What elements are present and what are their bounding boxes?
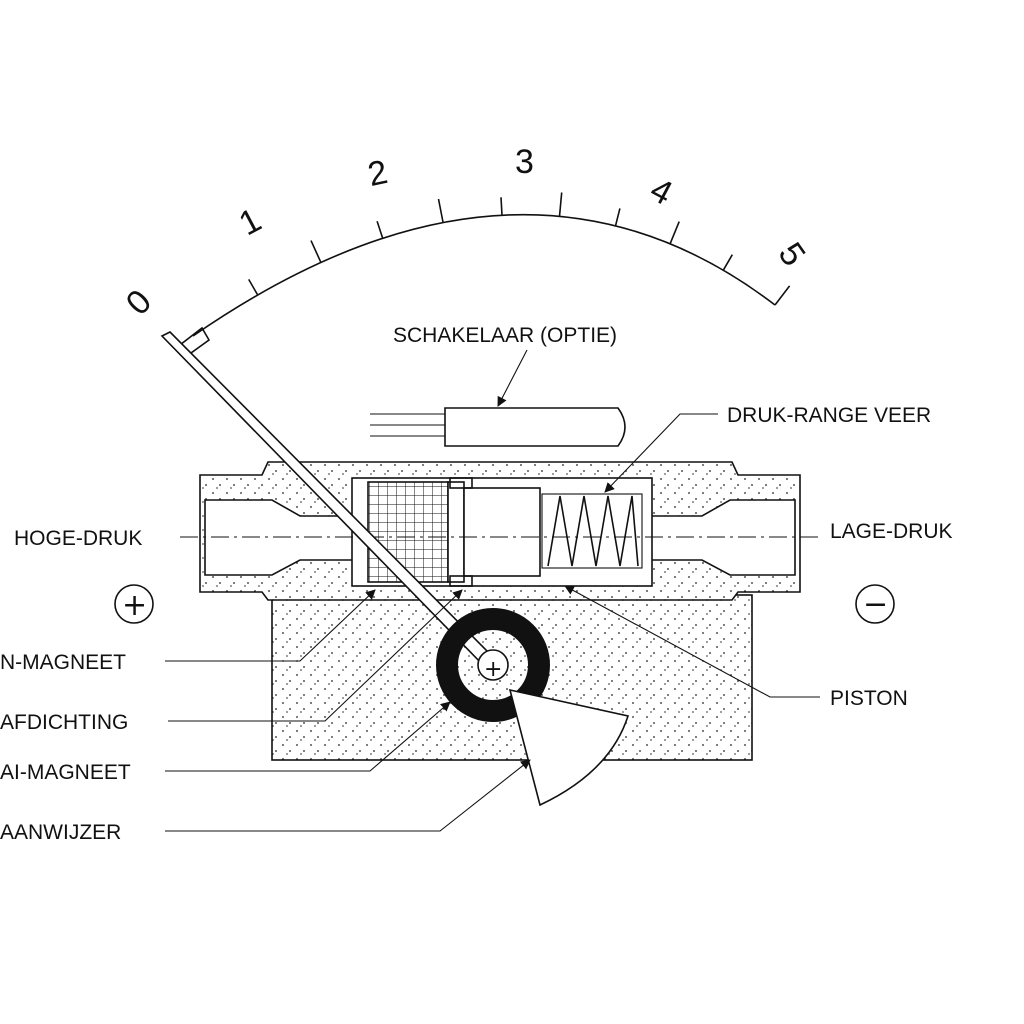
plus-symbol: +: [122, 588, 147, 623]
leader-spring: [604, 413, 718, 493]
leader-piston: [564, 585, 820, 698]
piston-head: [463, 487, 541, 577]
rotary-magnet: [436, 608, 550, 722]
label-switch: SCHAKELAAR (OPTIE): [393, 324, 617, 347]
label-seal: AFDICHTING: [0, 711, 128, 734]
labels: SCHAKELAAR (OPTIE) DRUK-RANGE VEER HOGE-…: [0, 324, 953, 844]
leader-seal: [168, 589, 463, 722]
range-spring: [547, 495, 639, 567]
minus-symbol: −: [863, 587, 888, 622]
seal-ring: [447, 481, 465, 583]
leader-lines: [165, 349, 820, 832]
plus-symbol-circle: [114, 584, 154, 624]
scale-tick: [669, 221, 680, 245]
switch-body: [444, 407, 626, 447]
scale-arc: [192, 213, 776, 337]
pivot-plus-mark: +: [484, 657, 502, 682]
label-low-pressure: LAGE-DRUK: [830, 520, 953, 543]
leader-switch: [497, 349, 528, 407]
scale-ticks: [248, 192, 791, 306]
leader-rotary-magnet: [165, 701, 451, 772]
label-range-spring: DRUK-RANGE VEER: [727, 404, 931, 427]
spring-seat: [541, 493, 643, 569]
scale-tick: [248, 279, 259, 296]
label-piston: PISTON: [830, 687, 908, 710]
leader-piston-magnet: [165, 589, 376, 662]
scale-tick: [376, 220, 384, 239]
label-rotary-magnet: AI-MAGNEET: [0, 761, 131, 784]
label-piston-magnet: N-MAGNEET: [0, 651, 126, 674]
reed-switch: [370, 407, 626, 447]
scale-tick: [310, 240, 322, 263]
scale-number-4: 4: [644, 170, 679, 212]
scale-number-3: 3: [515, 143, 534, 181]
seal-lip-top: [449, 477, 473, 489]
label-high-pressure: HOGE-DRUK: [14, 527, 142, 550]
scale-tick: [500, 197, 503, 216]
scale-tick: [774, 285, 791, 306]
label-pointer: AANWIJZER: [0, 821, 121, 844]
scale-tick: [722, 254, 733, 271]
scale-tick: [614, 208, 621, 227]
seal-lip-bottom: [449, 575, 473, 587]
scale-number-5: 5: [771, 236, 813, 273]
leader-pointer: [165, 759, 531, 832]
piston-magnet: [367, 481, 449, 583]
pointer-sector: [508, 688, 630, 807]
scale-number-1: 1: [233, 201, 268, 243]
minus-symbol-circle: [855, 584, 895, 624]
pivot-hub: [477, 649, 509, 681]
scale-tick: [558, 192, 563, 217]
scale-tick: [437, 198, 444, 223]
scale-number-2: 2: [365, 153, 391, 194]
scale-number-0: 0: [119, 282, 159, 322]
